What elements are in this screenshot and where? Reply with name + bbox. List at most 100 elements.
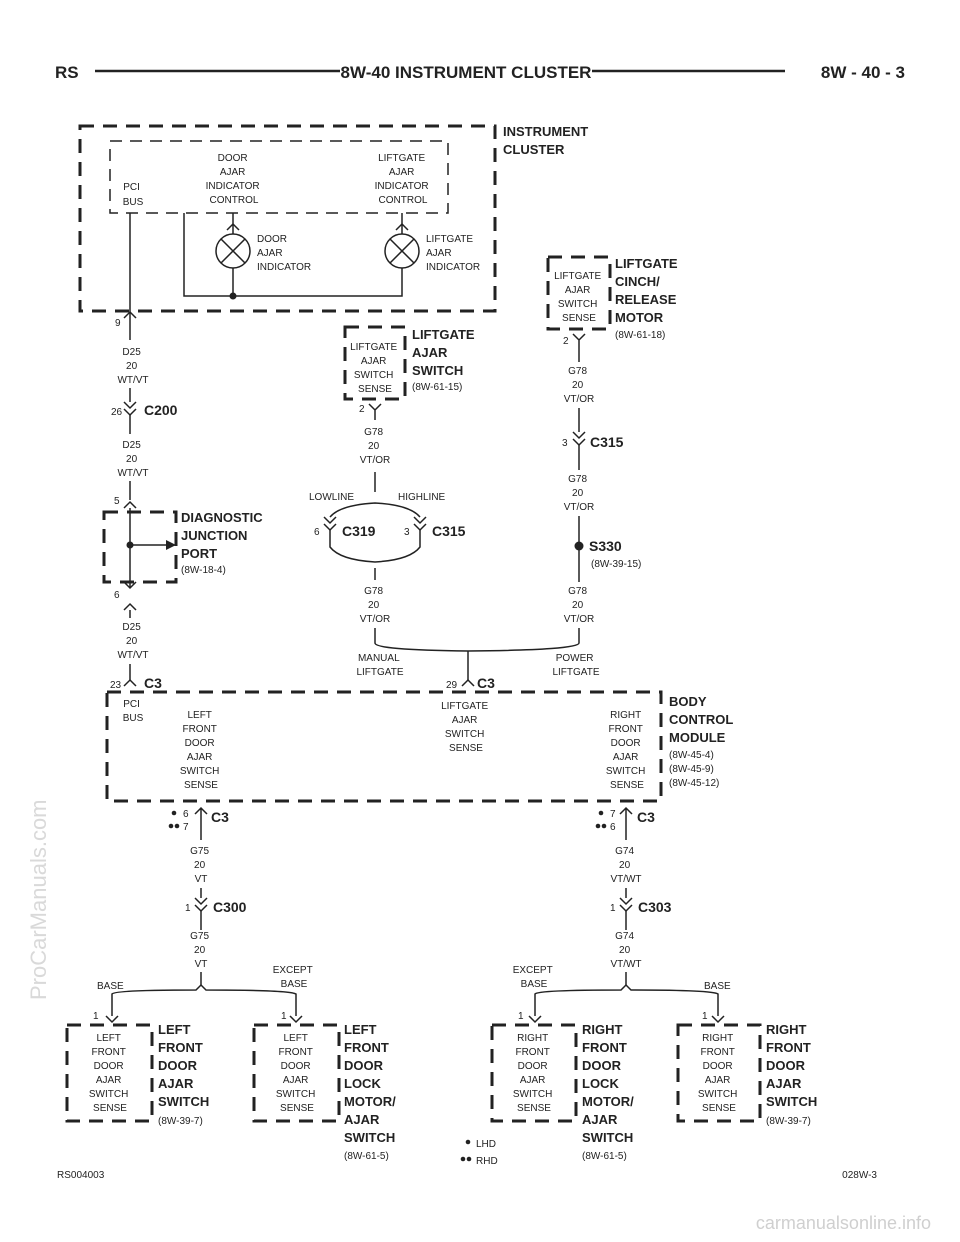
c303-connector-label: C303: [638, 899, 672, 915]
legend-lhd-dot: [465, 1139, 471, 1145]
rhd-dot-right-1: [595, 823, 601, 829]
manual-liftgate-label: MANUAL LIFTGATE: [356, 653, 403, 678]
left-switch-2-box-label: LEFT FRONT DOOR AJAR SWITCH SENSE: [276, 1033, 318, 1114]
right-except-base-label: EXCEPT BASE: [513, 965, 556, 990]
body-control-module: BODY CONTROL MODULE (8W-45-4) (8W-45-9) …: [105, 690, 737, 803]
left-switch-2-reference: (8W-61-5): [344, 1151, 389, 1162]
liftgate-motor-box-label: LIFTGATE AJAR SWITCH SENSE: [554, 271, 604, 324]
left-switch-1-title: LEFT FRONT DOOR AJAR SWITCH: [158, 1022, 209, 1109]
legend-rhd-dot-1: [460, 1156, 466, 1162]
s330-splice-dot: [574, 541, 584, 551]
djp-pin-5: 5: [114, 496, 120, 507]
instrument-cluster-inner-outline: [109, 140, 449, 214]
liftgate-switch-title: LIFTGATE AJAR SWITCH: [412, 327, 478, 378]
wire-g75-label-2: G75 20 VT: [190, 931, 212, 970]
left-switch-2-connector: [289, 1007, 303, 1024]
header-title: 8W-40 INSTRUMENT CLUSTER: [341, 63, 592, 82]
power-liftgate-label: POWER LIFTGATE: [552, 653, 599, 678]
cluster-control-arrows: [226, 222, 409, 231]
bcm-title: BODY CONTROL MODULE: [669, 694, 737, 745]
cluster-splice-dot: [229, 292, 237, 300]
c319-connector-label: C319: [342, 523, 376, 539]
liftgate-ajar-switch: LIFTGATE AJAR SWITCH SENSE LIFTGATE AJAR…: [309, 325, 478, 678]
right-door-lock-motor-outline: [490, 1023, 578, 1123]
lowline-label: LOWLINE: [309, 492, 354, 503]
c315-lower-connector-icon: [413, 516, 427, 532]
right-switch-2-pin: 1: [702, 1011, 708, 1022]
c300-pin: 1: [185, 903, 191, 914]
left-door-pin-rhd: 7: [183, 822, 189, 833]
c200-pin: 26: [111, 407, 123, 418]
c303-connector-icon: [619, 897, 633, 913]
c319-pin: 6: [314, 527, 320, 538]
left-door-circuit: 6 7 C3 G75 20 VT 1 C300 G75 20 VT BASE E…: [65, 806, 396, 1162]
lhd-dot-left: [171, 810, 177, 816]
c303-pin: 1: [610, 903, 616, 914]
liftgate-motor-outline: [546, 255, 612, 331]
liftgate-ajar-indicator-control-label: LIFTGATE AJAR INDICATOR CONTROL: [375, 153, 432, 206]
left-door-c3-connector: [194, 806, 208, 840]
liftgate-switch-connector: [368, 403, 382, 420]
djp-title: DIAGNOSTIC JUNCTION PORT: [181, 510, 266, 561]
liftgate-switch-pin-2: 2: [359, 404, 365, 415]
lowline-highline-merge: [329, 530, 421, 563]
bcm-left-front-sense-label: LEFT FRONT DOOR AJAR SWITCH SENSE: [180, 710, 222, 791]
cluster-internal-wiring: [129, 213, 403, 318]
bcm-liftgate-sense-label: LIFTGATE AJAR SWITCH SENSE: [441, 701, 491, 754]
liftgate-motor-connector: [572, 333, 586, 362]
c200-connector-icon: [123, 401, 137, 417]
right-base-label: BASE: [704, 981, 731, 992]
left-switch-2-pin: 1: [281, 1011, 287, 1022]
bcm-outline: [105, 690, 663, 803]
djp-pin-6: 6: [114, 590, 120, 601]
djp-top-connector: [123, 500, 137, 509]
c300-connector-label: C300: [213, 899, 247, 915]
legend-lhd-label: LHD: [476, 1139, 496, 1150]
liftgate-ajar-lamp-icon: [384, 230, 420, 282]
bcm-pci-bus-label: PCI BUS: [123, 699, 144, 724]
liftgate-motor-reference: (8W-61-18): [615, 330, 665, 341]
liftgate-switch-reference: (8W-61-15): [412, 382, 462, 393]
right-door-pin-rhd: 6: [610, 822, 616, 833]
liftgate-ajar-indicator-label: LIFTGATE AJAR INDICATOR: [426, 234, 480, 273]
door-ajar-lamp-icon: [215, 230, 251, 282]
left-switch-1-reference: (8W-39-7): [158, 1116, 203, 1127]
rhd-dot-left-2: [174, 823, 180, 829]
right-door-pin-lhd: 7: [610, 809, 616, 820]
header-section-code: RS: [55, 63, 79, 82]
instrument-cluster-outline: [78, 124, 497, 313]
right-switch-1-title: RIGHT FRONT DOOR LOCK MOTOR/ AJAR SWITCH: [582, 1022, 637, 1145]
instrument-cluster: INSTRUMENT CLUSTER PCI BUS DOOR AJAR IND…: [78, 124, 588, 329]
left-switch-1-pin: 1: [93, 1011, 99, 1022]
liftgate-motor-pin-2: 2: [563, 336, 569, 347]
bcm-c3-pin-23: 23: [110, 680, 122, 691]
left-except-base-label: EXCEPT BASE: [273, 965, 316, 990]
wire-d25-label-1: D25 20 WT/VT: [117, 347, 148, 386]
footer-figure-id: RS004003: [57, 1170, 105, 1181]
right-door-c3-label: C3: [637, 809, 655, 825]
bcm-c3-label-left: C3: [144, 675, 162, 691]
s330-reference: (8W-39-15): [591, 559, 641, 570]
right-door-c3-connector: [619, 806, 633, 840]
left-switch-1-connector: [105, 1007, 119, 1024]
left-base-except-split: [111, 983, 297, 1007]
door-ajar-indicator-control-label: DOOR AJAR INDICATOR CONTROL: [206, 153, 263, 206]
left-door-pin-lhd: 6: [183, 809, 189, 820]
wire-d25-label-3: D25 20 WT/VT: [117, 622, 148, 661]
s330-splice-label: S330: [589, 538, 622, 554]
c315-lower-connector-label: C315: [432, 523, 466, 539]
right-switch-1-connector: [528, 1007, 542, 1024]
c315-upper-connector-label: C315: [590, 434, 624, 450]
right-switch-2-title: RIGHT FRONT DOOR AJAR SWITCH: [766, 1022, 817, 1109]
wire-g74-label-1: G74 20 VT/WT: [610, 846, 641, 885]
wire-g78-label-motor-1: G78 20 VT/OR: [564, 366, 595, 405]
lowline-highline-split: [329, 502, 421, 518]
wire-d25-label-2: D25 20 WT/VT: [117, 440, 148, 479]
left-base-label: BASE: [97, 981, 124, 992]
cluster-pin-connector: [123, 310, 137, 319]
liftgate-cinch-release-motor: LIFTGATE AJAR SWITCH SENSE LIFTGATE CINC…: [546, 255, 678, 678]
wire-g74-label-2: G74 20 VT/WT: [610, 931, 641, 970]
bcm-c3-pin-29: 29: [446, 680, 458, 691]
side-watermark: ProCarManuals.com: [26, 799, 51, 1000]
